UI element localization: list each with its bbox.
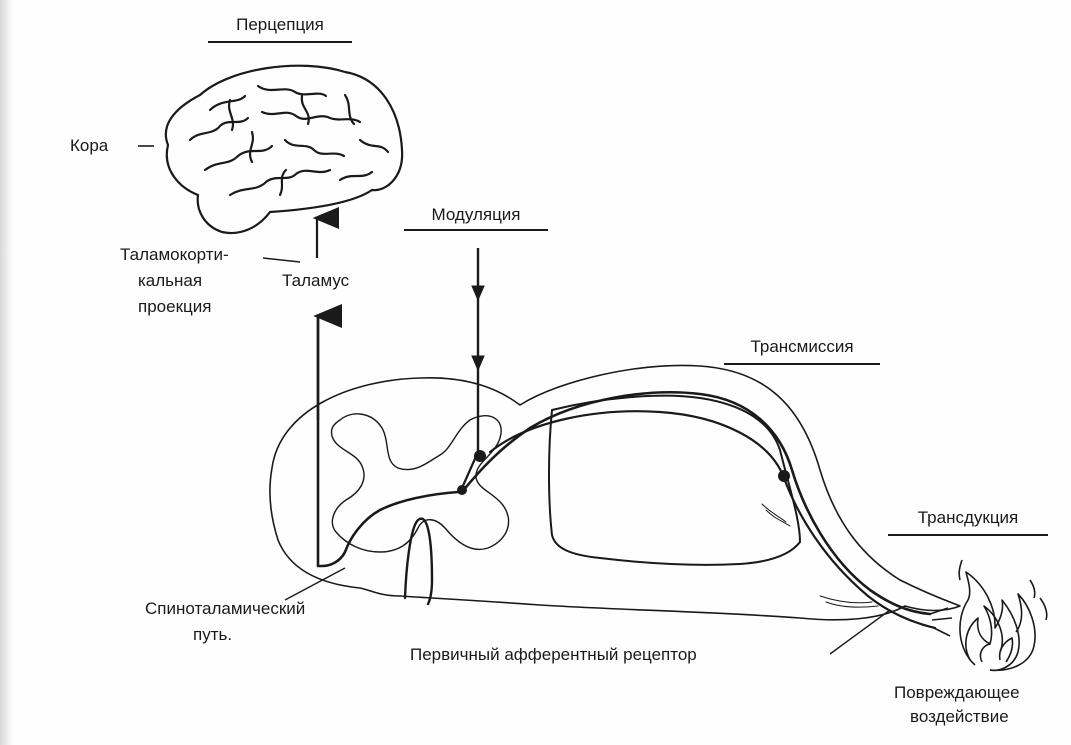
synapse-dot [457,485,467,495]
brain-gyrus [250,132,253,162]
label-primary-afferent: Первичный афферентный рецептор [410,644,697,665]
heading-modulation: Модуляция [404,204,548,225]
label-thalamocortical-1: Таламокорти- [120,244,229,265]
afferent-nerve-outer [462,392,930,614]
heading-transduction: Трансдукция [888,507,1048,528]
synapse-dot [474,450,486,462]
heading-perception: Перцепция [210,14,350,35]
afferent-leader [830,610,890,654]
brain-gyrus [230,170,330,195]
brain-gyrus [262,112,360,122]
brain-gyrus [285,140,344,156]
label-spinothalamic-2: путь. [193,624,232,645]
receptor-endings [930,608,952,636]
flame-icon [959,560,1047,670]
label-thalamocortical-3: проекция [138,296,211,317]
brain-outline [166,66,402,233]
brain-icon [166,66,402,233]
afferent-nerve-inner [490,411,935,628]
label-thalamus: Таламус [282,270,349,291]
grey-matter [331,414,508,552]
brain-gyrus [360,140,388,152]
nerve-fibers [762,504,790,526]
brain-gyrus [229,100,233,130]
ganglion-cell-dot [778,470,790,482]
label-spinothalamic-1: Спиноталамический [145,598,305,619]
spinal-cord-outline [270,365,960,619]
label-damaging-1: Повреждающее [894,682,1020,703]
central-canal-notch [405,519,432,604]
spinothalamic-tract [318,318,458,566]
heading-transmission: Трансмиссия [724,336,880,357]
brain-gyrus [210,96,245,110]
brain-gyrus [340,172,372,180]
label-damaging-2: воздействие [910,706,1009,727]
brain-gyrus [280,170,286,195]
brain-gyrus [258,86,326,96]
label-thalamocortical-2: кальная [138,270,202,291]
thalamocortical-leader [263,258,300,262]
brain-gyrus [190,118,248,140]
brain-gyrus [205,146,272,170]
label-cortex: Кора [70,135,108,156]
